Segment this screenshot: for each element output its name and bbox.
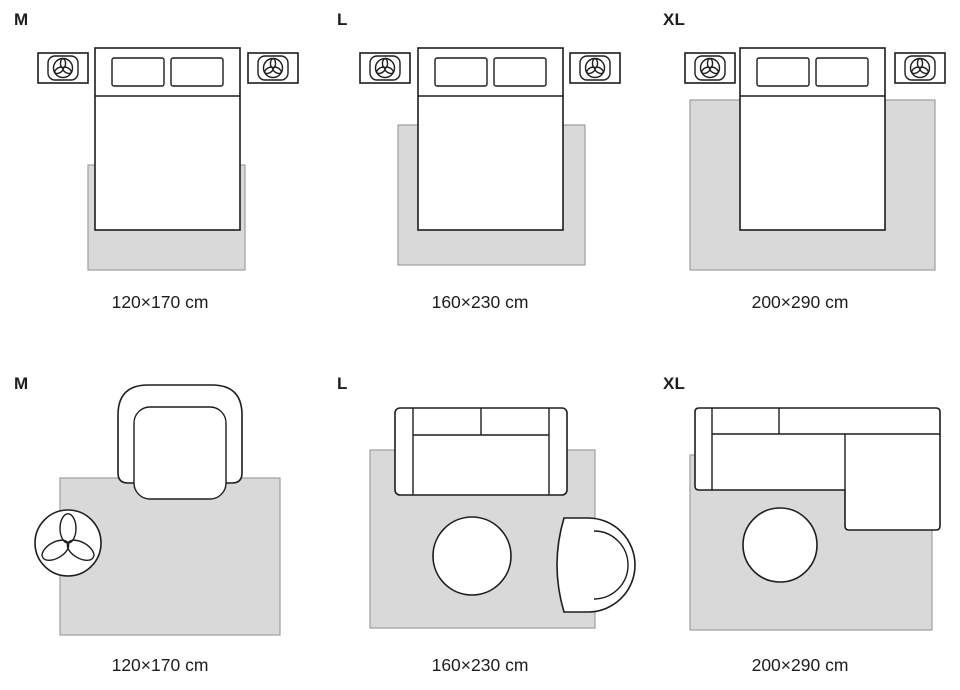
dimension-label: 200×290 cm	[751, 292, 849, 312]
livingroom-option-l: L 160×230 cm	[320, 365, 640, 690]
armchair-seat	[133, 406, 227, 500]
coffee-table	[742, 507, 818, 583]
nightstand-left	[360, 53, 410, 83]
armchair-body	[556, 517, 636, 613]
size-label: XL	[663, 374, 686, 393]
nightstand-left	[685, 53, 735, 83]
bedroom-scene-m	[0, 47, 320, 271]
dimension-label: 200×290 cm	[751, 655, 849, 675]
size-label: L	[337, 374, 348, 393]
armchair	[117, 384, 243, 500]
bedroom-scene-xl	[640, 47, 960, 271]
size-label: L	[337, 10, 348, 29]
bed	[739, 47, 886, 231]
living-room-scene-xl	[689, 407, 941, 631]
bedroom-option-l: L 160×230 cm	[320, 0, 640, 335]
livingroom-option-xl: XL 200×290 cm	[640, 365, 960, 690]
sectional-sofa	[694, 407, 941, 531]
dimension-label: 120×170 cm	[111, 655, 209, 675]
coffee-table	[432, 516, 512, 596]
size-label: M	[14, 374, 29, 393]
dimension-label: 120×170 cm	[111, 292, 209, 312]
plant-icon	[34, 509, 102, 577]
bedroom-option-m: M 120×170 cm	[0, 0, 320, 335]
bedroom-scene-l	[320, 47, 640, 266]
sofa-body	[694, 407, 941, 531]
livingroom-option-m: M 120×170 cm	[0, 365, 320, 690]
sofa	[394, 407, 568, 496]
dimension-label: 160×230 cm	[431, 655, 529, 675]
nightstand-left	[38, 53, 88, 83]
armchair	[556, 517, 636, 613]
size-label: M	[14, 10, 29, 29]
living-room-scene-m	[34, 384, 281, 636]
nightstand-right	[248, 53, 298, 83]
bed	[417, 47, 564, 231]
dimension-label: 160×230 cm	[431, 292, 529, 312]
size-label: XL	[663, 10, 686, 29]
bedroom-option-xl: XL 200×290 cm	[640, 0, 960, 335]
nightstand-right	[570, 53, 620, 83]
bed	[94, 47, 241, 231]
armchair-back-line	[593, 530, 629, 600]
living-room-scene-l	[369, 407, 636, 629]
nightstand-right	[895, 53, 945, 83]
